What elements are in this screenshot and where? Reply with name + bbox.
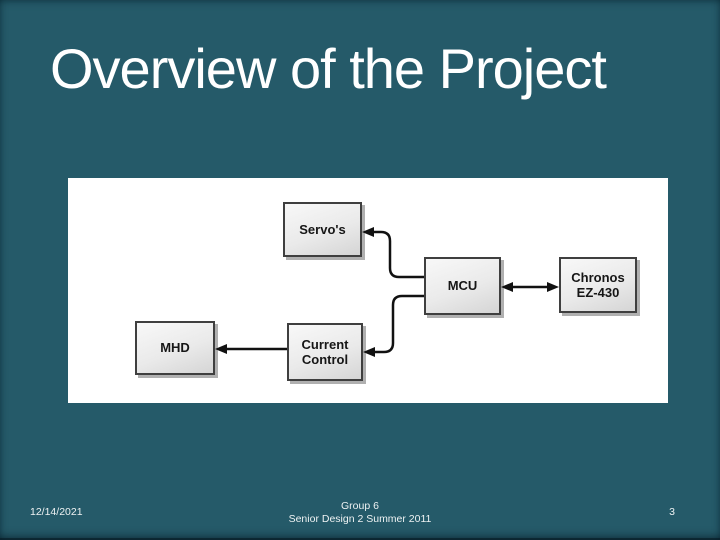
diagram-box-current-control: Current Control bbox=[287, 323, 363, 381]
arrowhead-into-mhd bbox=[215, 344, 227, 354]
arrowhead-into-servos bbox=[362, 227, 374, 237]
arrowhead-into-current-control bbox=[363, 347, 375, 357]
footer-group-line: Group 6 bbox=[341, 500, 379, 512]
connector-mcu-chronos-double bbox=[501, 282, 559, 292]
box-label-chronos: Chronos EZ-430 bbox=[571, 269, 625, 300]
diagram-box-chronos: Chronos EZ-430 bbox=[559, 257, 637, 313]
arrowhead-into-chronos bbox=[547, 282, 559, 292]
slide-title: Overview of the Project bbox=[50, 37, 607, 100]
diagram-box-servos: Servo's bbox=[283, 202, 362, 257]
box-label-mcu: MCU bbox=[447, 278, 478, 294]
connector-mcu-to-servos bbox=[362, 227, 424, 279]
footer-date: 12/14/2021 bbox=[30, 506, 83, 518]
arrowhead-into-mcu bbox=[501, 282, 513, 292]
footer-course-line: Senior Design 2 Summer 2011 bbox=[288, 513, 432, 525]
connector-mcu-to-current-control bbox=[363, 294, 424, 357]
box-label-mhd: MHD bbox=[160, 340, 190, 356]
diagram-canvas: Servo's MCU Chronos EZ-430 MHD Current C… bbox=[68, 178, 668, 403]
box-label-current-control: Current Control bbox=[301, 336, 349, 367]
diagram-box-mhd: MHD bbox=[135, 321, 215, 375]
box-label-servos: Servo's bbox=[299, 221, 346, 237]
footer-center: Group 6 Senior Design 2 Summer 2011 bbox=[0, 500, 720, 526]
diagram-box-mcu: MCU bbox=[424, 257, 501, 315]
footer-page-number: 3 bbox=[669, 506, 675, 518]
connector-current-control-to-mhd bbox=[215, 344, 287, 354]
